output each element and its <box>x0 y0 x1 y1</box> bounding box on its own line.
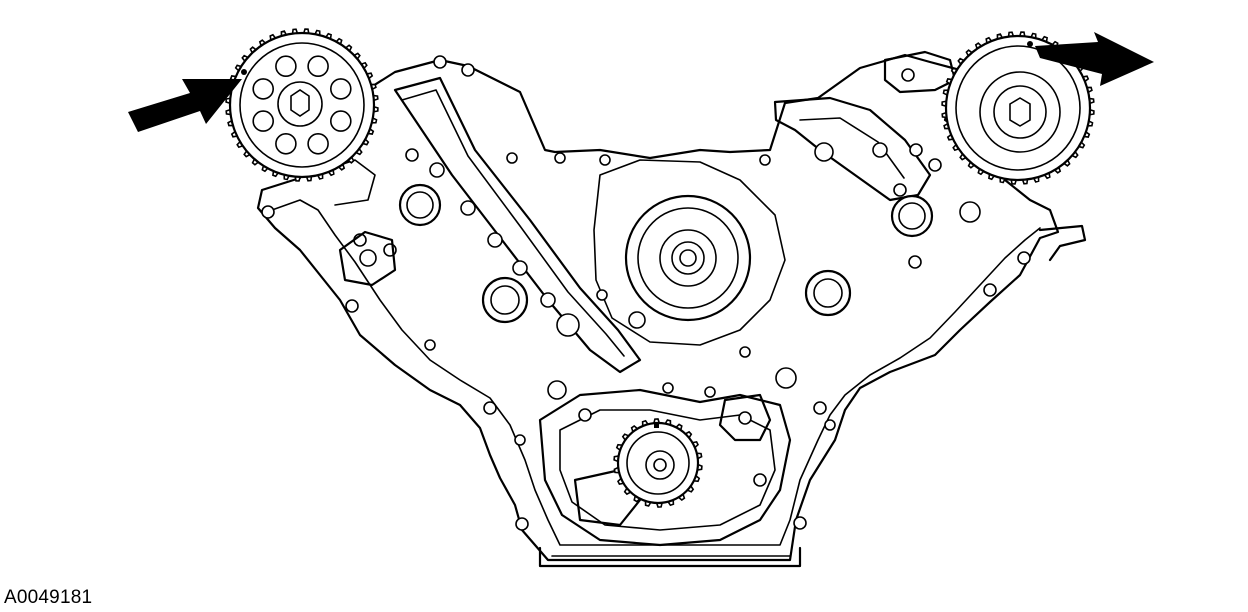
sprocket-hole <box>252 78 275 100</box>
sprocket-hole <box>329 110 352 132</box>
figure-id-label: A0049181 <box>4 587 93 608</box>
crankshaft-sprocket <box>613 418 703 508</box>
sprocket-hole <box>275 133 297 155</box>
right-chain-tensioner <box>773 50 957 202</box>
right-camshaft-sprocket <box>941 31 1095 185</box>
arrow-left-timing-mark-icon <box>128 79 242 132</box>
sprocket-hole <box>307 55 329 77</box>
sprocket-hole <box>252 110 275 132</box>
oil-pump-housing <box>538 388 792 547</box>
sprocket-hole <box>307 133 329 155</box>
arrow-right-timing-mark-icon <box>1035 32 1154 86</box>
center-pulley <box>593 159 786 346</box>
left-camshaft-sprocket <box>225 28 379 182</box>
sprocket-hole <box>329 78 352 100</box>
block-bores <box>398 183 981 400</box>
left-bracket <box>324 159 397 287</box>
left-chain-guide <box>393 76 642 374</box>
sprocket-hole <box>275 55 297 77</box>
engine-block-outline <box>256 53 1087 568</box>
